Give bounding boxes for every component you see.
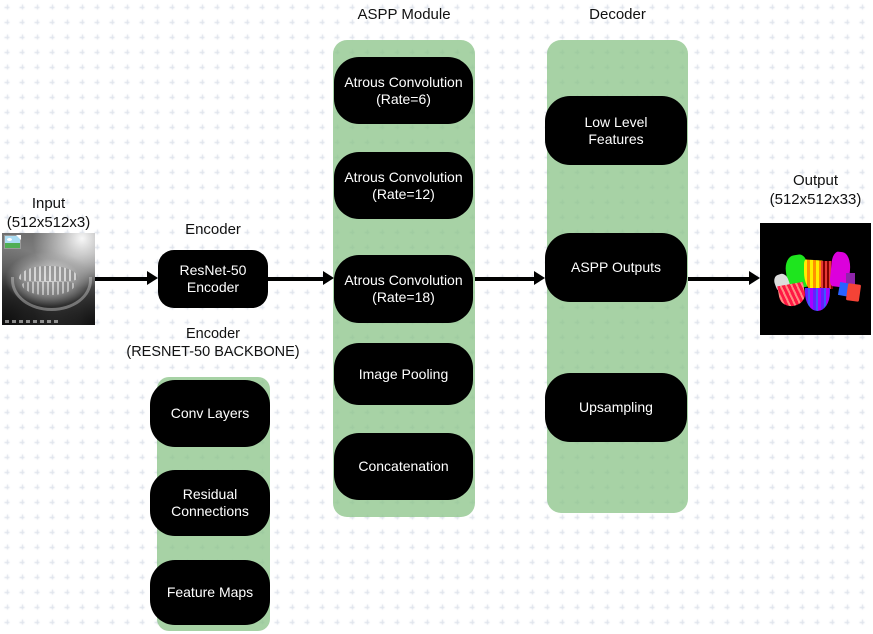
aspp-block-atrous-rate18: Atrous Convolution (Rate=18) <box>334 255 473 323</box>
segment-shape <box>805 288 830 311</box>
arrow-shaft <box>475 277 536 281</box>
arrow-head-icon <box>749 271 760 285</box>
aspp-block-concatenation: Concatenation <box>334 433 473 500</box>
segment-shape <box>777 281 807 309</box>
backbone-block-feature-maps: Feature Maps <box>150 560 270 625</box>
aspp-module-title: ASPP Module <box>357 6 451 23</box>
input-xray-image <box>2 233 95 325</box>
arrow-head-icon <box>147 271 158 285</box>
encoder-title: Encoder <box>185 221 241 238</box>
decoder-block-low-level-features: Low Level Features <box>545 96 687 165</box>
xray-watermark <box>4 320 61 323</box>
input-label: Input (512x512x3) <box>6 195 91 231</box>
arrow-shaft <box>95 277 149 281</box>
output-segmentation-image <box>760 223 871 335</box>
flow-arrow-aspp-to-decoder <box>475 271 545 286</box>
segment-shape <box>846 273 855 287</box>
backbone-block-conv-layers: Conv Layers <box>150 380 270 447</box>
segment-shape <box>845 283 862 302</box>
decoder-block-upsampling: Upsampling <box>545 373 687 442</box>
flow-arrow-decoder-to-output <box>688 271 760 286</box>
arrow-head-icon <box>323 271 334 285</box>
aspp-block-image-pooling: Image Pooling <box>334 343 473 405</box>
xray-lower-teeth <box>22 281 75 295</box>
xray-upper-teeth <box>18 266 79 281</box>
arrow-shaft <box>688 277 751 281</box>
output-label: Output (512x512x33) <box>769 172 862 208</box>
flow-arrow-encoder-to-aspp <box>268 271 334 286</box>
backbone-block-residual-connections: Residual Connections <box>150 470 270 536</box>
aspp-block-atrous-rate12: Atrous Convolution (Rate=12) <box>334 152 473 219</box>
flow-arrow-input-to-encoder <box>95 271 158 286</box>
resnet50-encoder-block: ResNet-50 Encoder <box>158 250 268 308</box>
decoder-title: Decoder <box>589 6 646 23</box>
arrow-shaft <box>268 277 325 281</box>
aspp-block-atrous-rate6: Atrous Convolution (Rate=6) <box>334 57 473 124</box>
decoder-block-aspp-outputs: ASPP Outputs <box>545 233 687 302</box>
arrow-head-icon <box>534 271 545 285</box>
image-placeholder-icon <box>4 235 21 249</box>
encoder-backbone-label: Encoder (RESNET-50 BACKBONE) <box>126 326 300 360</box>
